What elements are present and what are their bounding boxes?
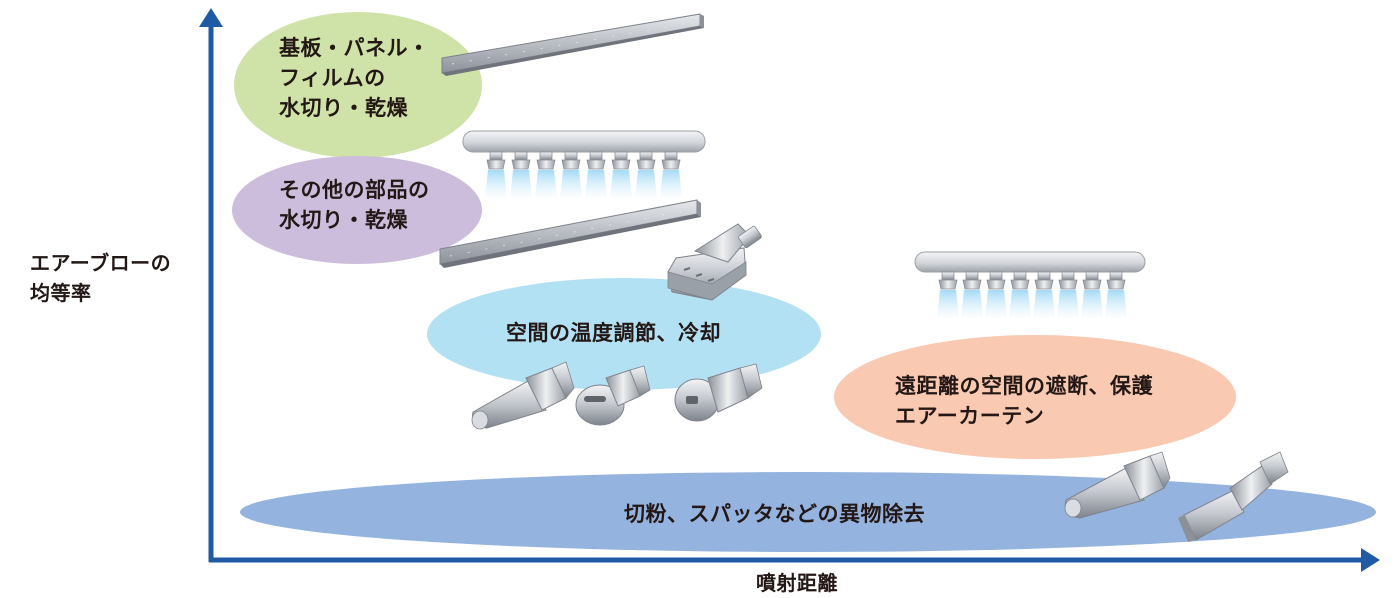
nozzle-manifold-icon (914, 251, 1146, 319)
substrate-region-label: 基板・パネル・ フィルムの 水切り・乾燥 (279, 33, 430, 123)
x-axis-label-text: 噴射距離 (756, 571, 838, 595)
region-label-line: 切粉、スパッタなどの異物除去 (624, 502, 925, 526)
space-region-label: 空間の温度調節、冷却 (506, 318, 721, 348)
region-label-line: 遠距離の空間の遮断、保護 (895, 374, 1153, 398)
region-label-line: エアーカーテン (895, 404, 1045, 428)
region-label-line: 空間の温度調節、冷却 (506, 321, 721, 345)
curtain-region (834, 335, 1236, 459)
space-region (427, 278, 821, 390)
flat-nozzle-icon (1178, 451, 1289, 542)
y-axis-label-line: エアーブローの (30, 251, 172, 275)
y-axis-label-line: 均等率 (30, 281, 92, 305)
parts-region (232, 156, 482, 264)
slit-nozzle-bar-icon (441, 13, 704, 76)
curtain-region-label: 遠距離の空間の遮断、保護 エアーカーテン (895, 371, 1153, 431)
axes (199, 8, 1380, 572)
nozzle-manifold-icon (462, 130, 706, 199)
region-label-line: 水切り・乾燥 (279, 96, 408, 120)
x-axis-label: 噴射距離 (756, 568, 838, 598)
region-label-line: フィルムの (279, 66, 386, 90)
substrate-region (234, 12, 482, 158)
flat-nozzle-icon (667, 223, 762, 301)
slit-nozzle-bar-icon (439, 199, 701, 268)
round-nozzle-icon (575, 365, 651, 426)
debris-region-label: 切粉、スパッタなどの異物除去 (624, 499, 925, 529)
parts-region-label: その他の部品の 水切り・乾燥 (279, 175, 430, 235)
y-axis-label: エアーブローの 均等率 (30, 248, 171, 308)
round-nozzle-icon (1064, 451, 1171, 519)
x-axis-arrow (1361, 548, 1380, 572)
round-nozzle-icon (471, 361, 575, 430)
y-axis-arrow (199, 8, 223, 27)
round-nozzle-icon (674, 363, 763, 422)
region-label-line: 水切り・乾燥 (279, 208, 408, 232)
region-label-line: その他の部品の (279, 178, 430, 202)
region-label-line: 基板・パネル・ (279, 36, 430, 60)
